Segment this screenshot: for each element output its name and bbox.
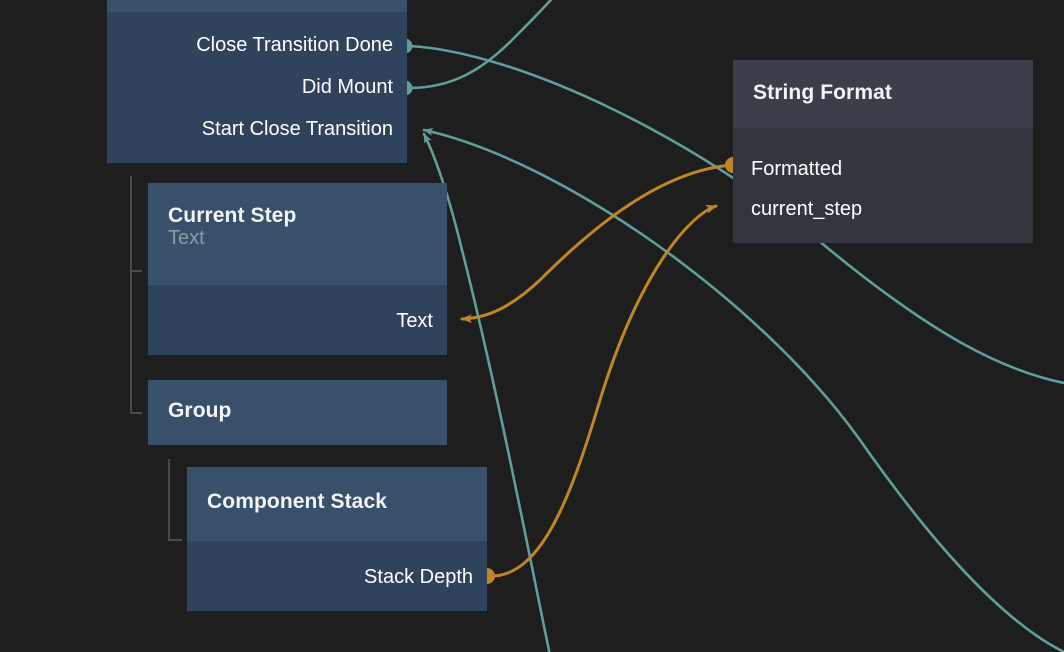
node-string-format-title: String Format: [753, 81, 892, 104]
node-group-header: Group: [148, 380, 447, 445]
wire-stack-depth-to-current-step: [485, 204, 718, 578]
wire-formatted-to-text: [460, 163, 735, 324]
port-label-current-step[interactable]: current_step: [751, 198, 863, 220]
port-label-did-mount[interactable]: Did Mount: [301, 76, 393, 98]
node-current-step-header: Current Step Text: [148, 183, 447, 285]
node-string-format-header: String Format: [733, 60, 1033, 128]
node-component-body: Close Transition Done Did Mount Start Cl…: [107, 12, 407, 163]
node-current-step-body: Text: [148, 285, 447, 355]
port-label-close-transition-done[interactable]: Close Transition Done: [196, 34, 393, 56]
node-group[interactable]: Group: [148, 380, 447, 445]
node-component-stack-body: Stack Depth: [187, 541, 487, 611]
node-current-step-title: Current Step: [168, 204, 297, 227]
port-label-formatted[interactable]: Formatted: [751, 158, 843, 180]
node-component-stack-title: Component Stack: [207, 490, 388, 513]
node-component[interactable]: Close Transition Done Did Mount Start Cl…: [107, 0, 407, 163]
port-label-stack-depth[interactable]: Stack Depth: [364, 566, 473, 588]
node-string-format-body: Formatted current_step: [733, 128, 1033, 243]
node-current-step[interactable]: Current Step Text Text: [148, 183, 447, 355]
wire-did-mount: [407, 0, 553, 90]
port-label-text[interactable]: Text: [396, 310, 433, 332]
tree-connector-stub-group: [130, 412, 142, 414]
tree-connector-stub-component-stack: [168, 539, 182, 541]
tree-connector-stub-current-step: [130, 270, 142, 272]
tree-connector-vertical-2: [168, 459, 170, 541]
node-component-header: [107, 0, 407, 12]
node-string-format[interactable]: String Format Formatted current_step: [733, 60, 1033, 243]
node-group-title: Group: [168, 399, 232, 422]
node-component-stack[interactable]: Component Stack Stack Depth: [187, 467, 487, 611]
node-component-stack-header: Component Stack: [187, 467, 487, 541]
port-label-start-close-transition[interactable]: Start Close Transition: [201, 118, 393, 140]
tree-connector-vertical-1: [130, 176, 132, 414]
node-current-step-subtitle: Text: [168, 227, 205, 250]
